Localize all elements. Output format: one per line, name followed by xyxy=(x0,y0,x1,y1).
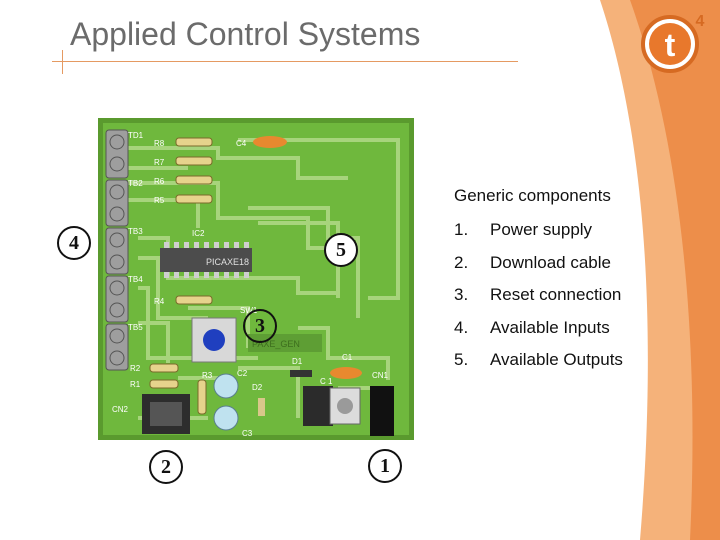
list-item-text: Power supply xyxy=(490,220,593,239)
capacitor-c4 xyxy=(253,136,287,148)
label-d1: D1 xyxy=(292,357,303,366)
callout-1: 1 xyxy=(368,449,402,483)
pcb-board-diagram: TD1 TB2 TB3 TB4 TB5 R8 R7 R6 R5 R4 R3 R2… xyxy=(98,118,414,440)
label-cn2: CN2 xyxy=(112,405,129,414)
download-socket-opening xyxy=(150,402,182,426)
list-item-text: Download cable xyxy=(490,252,611,272)
list-item-number: 5. xyxy=(454,350,469,369)
label-c1: C1 xyxy=(342,353,353,362)
capacitor-c2 xyxy=(213,373,239,399)
heatsink-screw xyxy=(337,398,353,414)
list-item-text: Available Inputs xyxy=(490,317,610,337)
title-divider-tick xyxy=(62,50,63,74)
page-title: Applied Control Systems xyxy=(70,16,421,52)
label-r1: R1 xyxy=(130,380,141,389)
label-r2: R2 xyxy=(130,364,141,373)
label-c4: C4 xyxy=(236,139,247,148)
label-tb4: TB4 xyxy=(128,275,143,284)
chip-pins xyxy=(164,242,249,278)
callout-3: 3 xyxy=(243,309,277,343)
label-c3: C3 xyxy=(242,429,253,438)
callout-2: 2 xyxy=(149,450,183,484)
picaxe-chip xyxy=(160,248,252,272)
label-r6: R6 xyxy=(154,177,165,186)
list-item-number: 4. xyxy=(454,317,469,337)
reset-switch-button xyxy=(203,329,225,351)
list-item-number: 1. xyxy=(454,220,469,239)
label-cn1: CN1 xyxy=(372,371,389,380)
list-item: 5. Available Outputs xyxy=(454,350,704,383)
power-jack-cn1 xyxy=(370,386,394,436)
label-r3: R3 xyxy=(202,371,213,380)
callout-5: 5 xyxy=(324,233,358,267)
voltage-regulator xyxy=(303,386,333,426)
label-r8: R8 xyxy=(154,139,165,148)
label-tb3: TB3 xyxy=(128,227,143,236)
legend-heading: Generic components xyxy=(454,186,611,205)
list-item-number: 3. xyxy=(454,285,469,304)
label-tb2: TB2 xyxy=(128,179,143,188)
label-d2: D2 xyxy=(252,383,263,392)
label-r7: R7 xyxy=(154,158,165,167)
callout-4: 4 xyxy=(57,226,91,260)
resistors xyxy=(149,137,213,415)
list-item: 3. Reset connection xyxy=(454,285,704,318)
label-r4: R4 xyxy=(154,297,165,306)
list-item-text: Available Outputs xyxy=(490,350,623,369)
title-divider xyxy=(52,61,518,62)
list-item-text: Reset connection xyxy=(490,285,622,304)
list-item: 4. Available Inputs xyxy=(454,318,704,351)
list-item: 2. Download cable xyxy=(454,253,704,286)
screw-terminals xyxy=(105,129,129,371)
label-sw1: SW1 xyxy=(240,306,258,315)
label-ic2: IC2 xyxy=(192,229,205,238)
t4-logo: t 4 xyxy=(641,13,705,73)
diode-d1 xyxy=(290,370,312,377)
label-c1b: C 1 xyxy=(320,377,333,386)
capacitor-c3 xyxy=(213,405,239,431)
components-legend: Generic components 1. Power supply 2. Do… xyxy=(454,186,704,383)
pcb-traces xyxy=(128,138,400,420)
logo-superscript: 4 xyxy=(696,13,705,30)
logo-letter: t xyxy=(665,27,676,63)
label-tb5: TB5 xyxy=(128,323,143,332)
label-r5: R5 xyxy=(154,196,165,205)
label-td1: TD1 xyxy=(128,131,144,140)
label-silk: PAXE_GEN xyxy=(252,339,300,349)
list-item: 1. Power supply xyxy=(454,220,704,253)
chip-label: PICAXE18 xyxy=(206,257,249,267)
list-item-number: 2. xyxy=(454,252,469,272)
capacitor-c1 xyxy=(330,367,362,379)
diode-d2 xyxy=(258,398,265,416)
label-c2: C2 xyxy=(237,369,248,378)
